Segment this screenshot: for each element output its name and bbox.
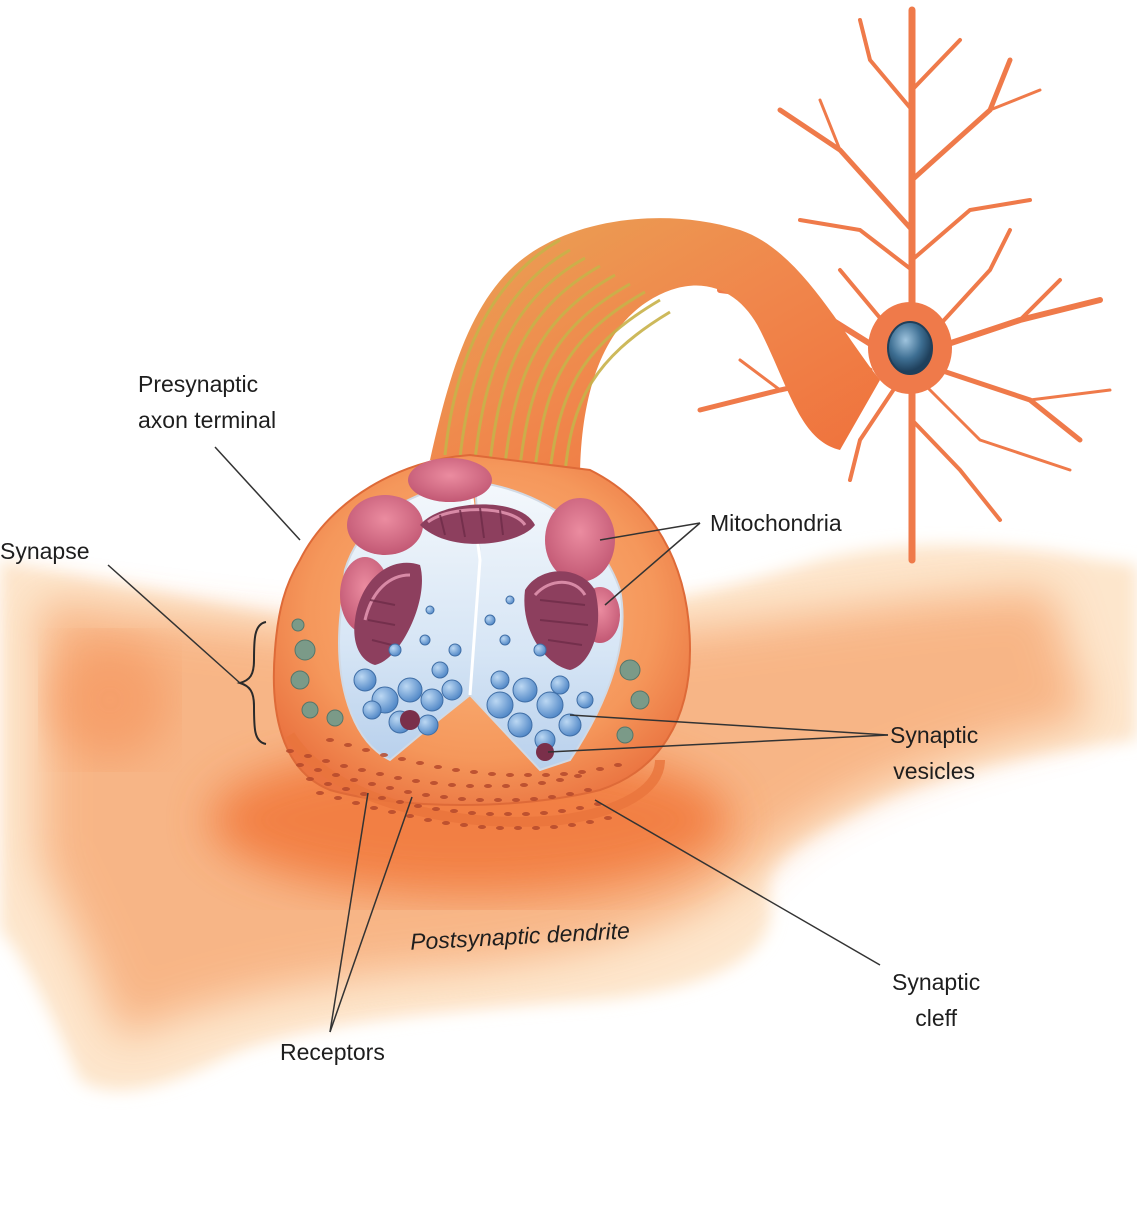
leader-receptors-2 [329,796,413,1033]
label-synapse: Synapse [0,538,90,564]
neuron-nucleus [887,321,933,375]
label-mitochondria: Mitochondria [710,510,842,536]
leader-presynaptic [214,446,301,541]
label-cleft-line1: Synaptic [892,969,981,995]
label-vesicles: Synaptic vesicles [890,717,978,789]
leader-receptors-1 [329,792,369,1033]
terminal-membrane-vesicles [290,618,650,744]
label-presynaptic-line2: axon terminal [138,407,277,433]
label-cleft: Synaptic cleff [892,964,980,1036]
leader-vesicles-2 [547,734,889,753]
leader-synapse [107,564,241,684]
leader-mito-2 [604,522,701,606]
leader-cleft [594,799,881,966]
label-receptors: Receptors [280,1039,385,1065]
label-vesicles-line1: Synaptic [890,722,979,748]
leader-lines [107,446,889,1033]
leader-mito-1 [599,522,701,541]
receptors-pattern [286,738,622,830]
fusion-sites [400,710,554,761]
label-presynaptic-line1: Presynaptic [138,371,259,397]
leader-vesicles-1 [569,714,889,736]
label-vesicles-line2: vesicles [893,758,976,784]
axon [430,218,880,480]
label-presynaptic: Presynaptic axon terminal [138,366,276,438]
label-cleft-line2: cleff [915,1005,957,1031]
